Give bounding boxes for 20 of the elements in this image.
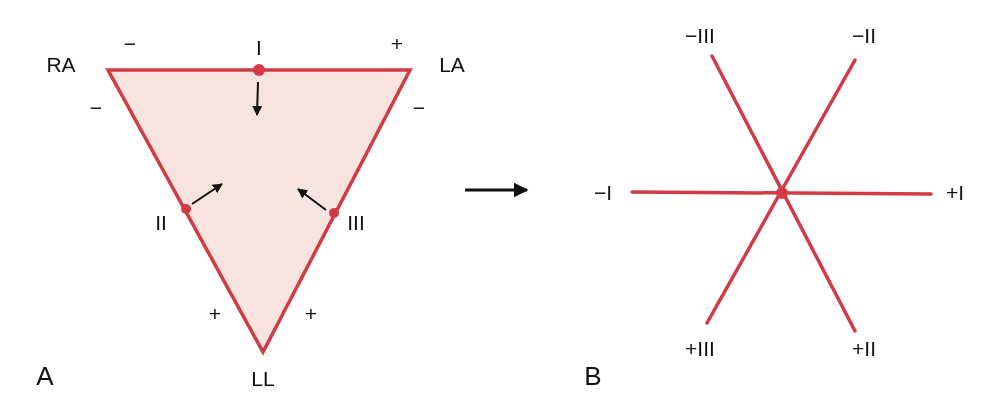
polarity-sign: − [412, 96, 426, 118]
panel-label: A [36, 363, 54, 389]
polarity-sign: + [208, 302, 222, 324]
electrode-label: LA [439, 53, 465, 75]
panel-label: B [584, 363, 602, 389]
lead-label: III [347, 211, 365, 233]
polarity-sign: + [390, 32, 404, 54]
axis-label: −I [593, 181, 613, 203]
electrode-label: LL [251, 367, 275, 389]
electrode-label: RA [46, 53, 76, 75]
polarity-sign: − [89, 96, 103, 118]
lead-label: II [155, 211, 167, 233]
polarity-sign: + [304, 302, 318, 324]
polarity-sign: − [123, 32, 137, 54]
axis-label: +I [945, 181, 965, 203]
axis-label: −III [685, 24, 715, 46]
axis-label: −II [852, 24, 876, 46]
axis-label: +III [685, 337, 715, 359]
axis-label: +II [852, 337, 876, 359]
lead-label: I [256, 36, 262, 58]
